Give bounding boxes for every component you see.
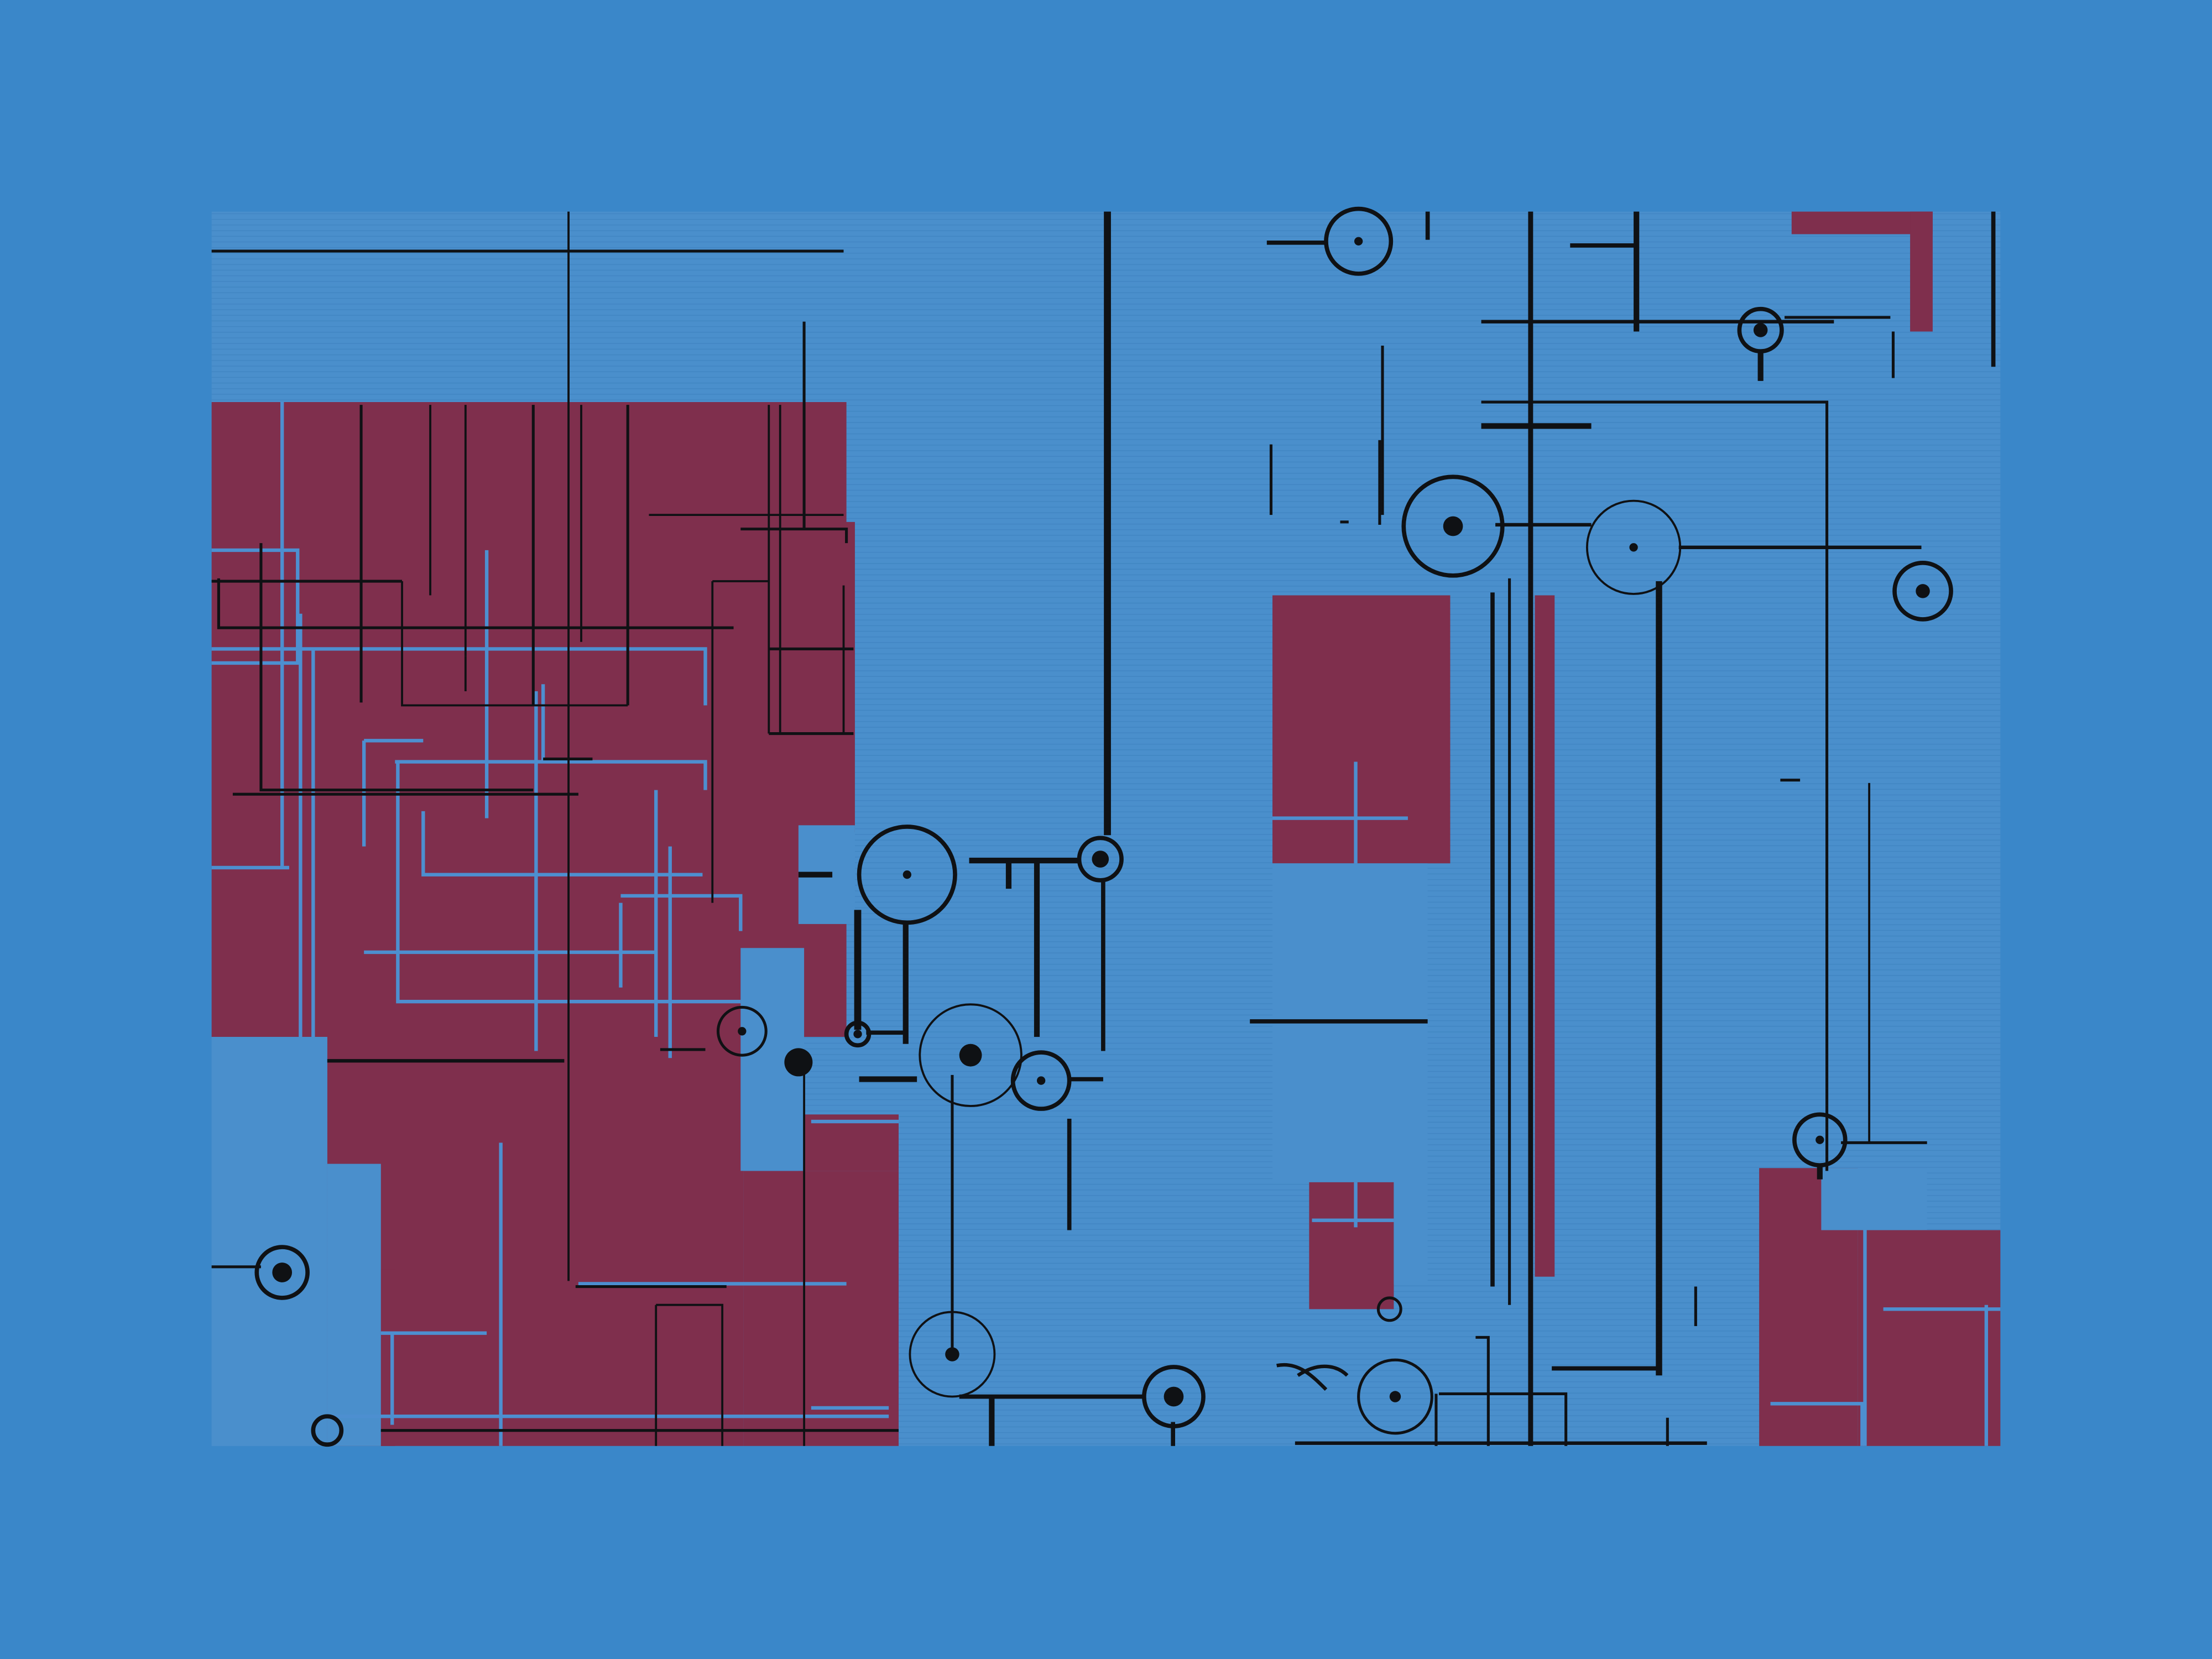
ring-node [254,1245,310,1300]
ring-node [1324,206,1394,276]
block-left-lower-right [743,1171,899,1446]
ring-node [716,1005,768,1057]
light-line-group [211,402,2001,1446]
block-left-mid-right [798,1114,899,1171]
ring-node [1010,1050,1072,1111]
ring-node [311,1414,344,1447]
overlay-right-b [1394,1182,1428,1284]
ring-node [857,825,957,925]
ring-node [909,1311,996,1398]
block-bottom-right-b [1858,1230,2001,1446]
ring-node [1585,499,1682,595]
overlay-left-edge [211,1037,327,1446]
ring-node [1892,561,1953,622]
block-top-right-bar [1791,211,1933,234]
ring-node [1401,474,1505,578]
ring-node [1737,306,1784,354]
ring-node [1376,1296,1402,1322]
ring-node [1357,1358,1433,1435]
stem [1817,1165,1823,1180]
ring-node [1077,836,1124,883]
ring-node [919,1003,1022,1107]
dot-node-group [784,352,1823,1446]
block-right-tall [1272,595,1451,864]
block-left-lower [327,1037,744,1446]
block-right-strip [1535,595,1555,1277]
ring-node [844,1020,872,1048]
ink-line-group [211,211,1996,1446]
overlay-bottom-right [1821,1168,1927,1230]
overlay-left-notch [327,1164,381,1446]
block-left-main [211,402,847,1037]
block-right-lower [1309,1182,1394,1310]
stem [1757,352,1764,381]
dot-node [784,1048,813,1077]
stem [1171,1422,1175,1446]
block-top-right-leg [1910,211,1933,332]
